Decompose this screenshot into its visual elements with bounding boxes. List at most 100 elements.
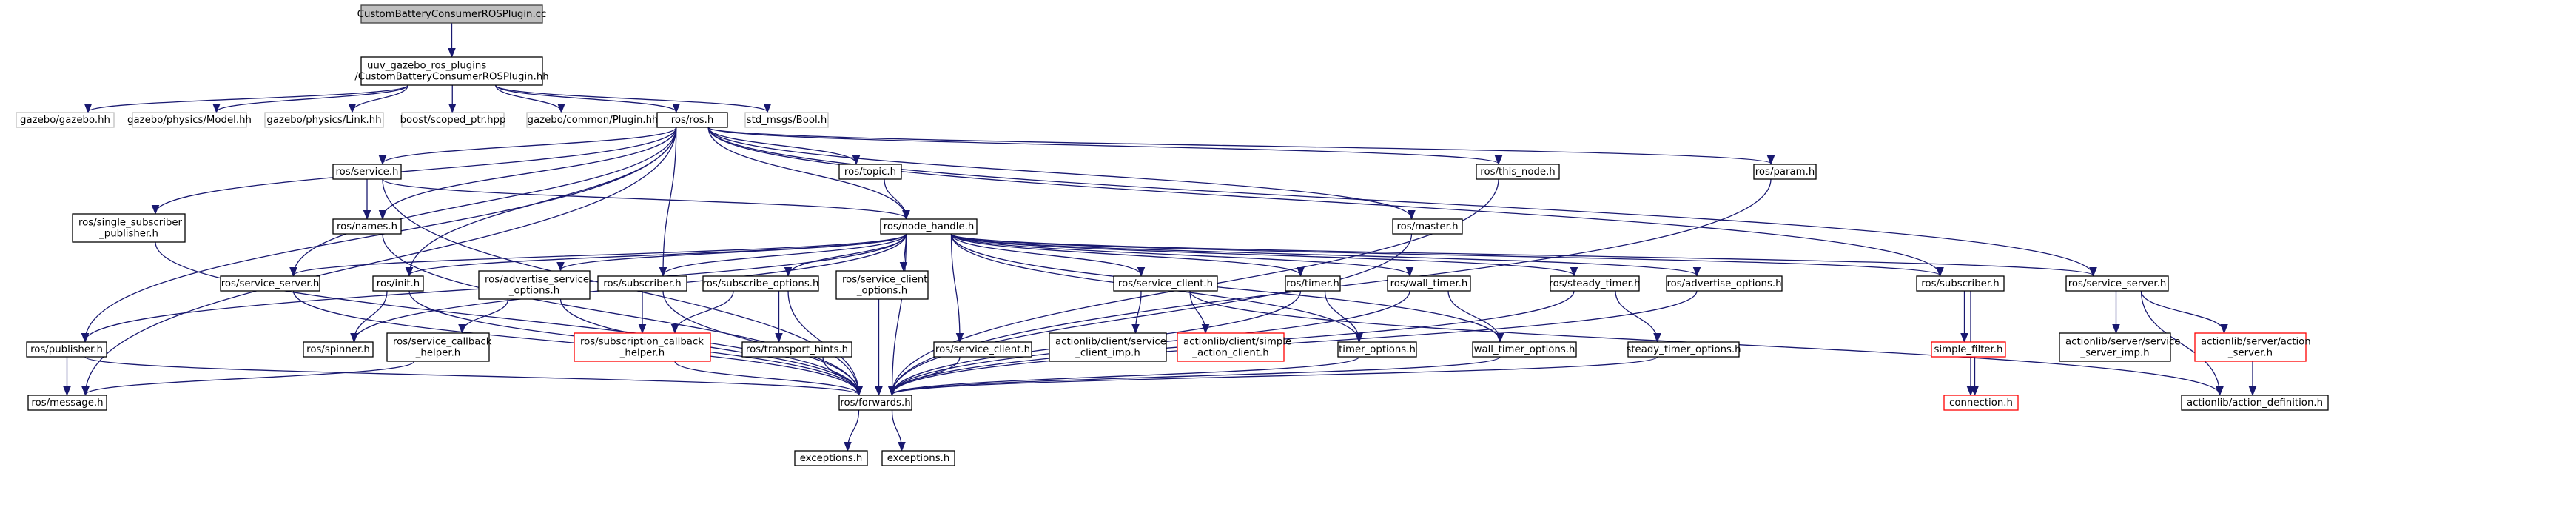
node-n19[interactable]: ros/advertise_service_options.h bbox=[478, 270, 591, 300]
node-box bbox=[1285, 275, 1341, 292]
node-n16[interactable]: ros/master.h bbox=[1392, 218, 1463, 235]
node-n7[interactable]: ros/ros.h bbox=[656, 112, 728, 128]
edge-n13-n45 bbox=[155, 241, 859, 395]
node-n5[interactable]: boost/scoped_ptr.hpp bbox=[400, 112, 506, 128]
node-n18[interactable]: ros/init.h bbox=[372, 275, 424, 292]
node-n24[interactable]: ros/timer.h bbox=[1285, 275, 1341, 292]
edge-n7-n17 bbox=[294, 127, 677, 275]
node-n26[interactable]: ros/steady_timer.h bbox=[1549, 275, 1641, 292]
edge-n7-n20 bbox=[663, 127, 677, 275]
node-n12[interactable]: ros/param.h bbox=[1753, 164, 1817, 180]
edge-n15-n39 bbox=[950, 233, 1501, 341]
node-n31[interactable]: ros/spinner.h bbox=[303, 341, 374, 358]
node-n43[interactable]: actionlib/server/action_server.h bbox=[2194, 332, 2311, 362]
node-label: ros/steady_timer.h bbox=[1549, 278, 1640, 289]
node-n35[interactable]: ros/service_client.h bbox=[933, 341, 1032, 358]
node-n41[interactable]: simple_filter.h bbox=[1931, 341, 2006, 358]
edge-n16-n45 bbox=[892, 233, 1413, 395]
node-label: _options.h bbox=[508, 286, 559, 297]
edge-n7-n9 bbox=[383, 127, 677, 164]
node-n1[interactable]: uuv_gazebo_ros_plugins/CustomBatteryCons… bbox=[354, 56, 549, 86]
node-n33[interactable]: ros/subscription_callback_helper.h bbox=[574, 332, 711, 362]
node-n42[interactable]: actionlib/server/service_server_imp.h bbox=[2059, 332, 2180, 362]
node-n11[interactable]: ros/this_node.h bbox=[1476, 164, 1560, 180]
node-n4[interactable]: gazebo/physics/Link.hh bbox=[264, 112, 384, 128]
edge-n7-n15 bbox=[707, 127, 906, 218]
node-n47[interactable]: actionlib/action_definition.h bbox=[2181, 395, 2329, 411]
node-label: _action_client.h bbox=[1191, 348, 1268, 359]
edge-n15-n25 bbox=[950, 233, 1410, 275]
node-n46[interactable]: connection.h bbox=[1943, 395, 2019, 411]
edge-n1-n2 bbox=[88, 84, 408, 112]
node-box bbox=[478, 270, 591, 300]
node-n36[interactable]: actionlib/client/service_client_imp.h bbox=[1049, 332, 1167, 362]
node-n14[interactable]: ros/names.h bbox=[332, 218, 402, 235]
node-box bbox=[1931, 341, 2006, 358]
edge-n19-n32 bbox=[463, 298, 509, 332]
node-n20[interactable]: ros/subscriber.h bbox=[597, 275, 687, 292]
node-label: exceptions.h bbox=[800, 453, 863, 464]
node-n9[interactable]: ros/service.h bbox=[332, 164, 402, 180]
node-label: wall_timer_options.h bbox=[1474, 344, 1575, 355]
node-box bbox=[386, 332, 490, 362]
node-n39[interactable]: wall_timer_options.h bbox=[1472, 341, 1577, 358]
edge-n15-n23 bbox=[950, 233, 1142, 275]
edge-n1-n8 bbox=[495, 84, 767, 112]
node-label: ros/topic.h bbox=[844, 167, 896, 178]
node-box bbox=[1392, 218, 1463, 235]
node-box bbox=[880, 218, 978, 235]
node-n21[interactable]: ros/subscribe_options.h bbox=[702, 275, 819, 292]
nodes-layer: CustomBatteryConsumerROSPlugin.cc uuv_gaz… bbox=[16, 4, 2329, 466]
node-n22[interactable]: ros/service_client_options.h bbox=[835, 270, 929, 300]
node-n10[interactable]: ros/topic.h bbox=[838, 164, 902, 180]
edge-n34-n45 bbox=[822, 356, 859, 395]
node-n40[interactable]: steady_timer_options.h bbox=[1626, 341, 1741, 358]
edge-n7-n18 bbox=[409, 127, 677, 275]
node-label: ros/master.h bbox=[1396, 221, 1458, 232]
node-n28[interactable]: ros/subscriber.h bbox=[1916, 275, 2005, 292]
node-label: gazebo/physics/Link.hh bbox=[266, 115, 381, 126]
node-n13[interactable]: ros/single_subscriber_publisher.h bbox=[72, 213, 186, 243]
edge-n15-n18 bbox=[409, 233, 907, 275]
node-box bbox=[332, 218, 402, 235]
node-box bbox=[1472, 341, 1577, 358]
node-n38[interactable]: timer_options.h bbox=[1337, 341, 1417, 358]
edge-n15-n26 bbox=[950, 233, 1575, 275]
node-n3[interactable]: gazebo/physics/Model.hh bbox=[127, 112, 252, 128]
node-label: gazebo/common/Plugin.hh bbox=[528, 115, 659, 126]
edge-n1-n4 bbox=[352, 84, 408, 112]
node-n48[interactable]: exceptions.h bbox=[794, 450, 868, 466]
node-n34[interactable]: ros/transport_hints.h bbox=[741, 341, 852, 358]
node-label: ros/service_client.h bbox=[1118, 278, 1213, 289]
node-n45[interactable]: ros/forwards.h bbox=[838, 395, 912, 411]
node-n2[interactable]: gazebo/gazebo.hh bbox=[16, 112, 115, 128]
edge-n1-n6 bbox=[495, 84, 562, 112]
node-box bbox=[2194, 332, 2307, 362]
node-n29[interactable]: ros/service_server.h bbox=[2065, 275, 2169, 292]
node-n37[interactable]: actionlib/client/simple_action_client.h bbox=[1177, 332, 1291, 362]
node-box bbox=[372, 275, 424, 292]
node-n17[interactable]: ros/service_server.h bbox=[220, 275, 320, 292]
node-n8[interactable]: std_msgs/Bool.h bbox=[744, 112, 829, 128]
node-n32[interactable]: ros/service_callback_helper.h bbox=[386, 332, 492, 362]
node-label: ros/spinner.h bbox=[306, 344, 370, 355]
node-n15[interactable]: ros/node_handle.h bbox=[880, 218, 978, 235]
node-box bbox=[1916, 275, 2005, 292]
node-n6[interactable]: gazebo/common/Plugin.hh bbox=[526, 112, 659, 128]
node-n25[interactable]: ros/wall_timer.h bbox=[1387, 275, 1471, 292]
node-n30[interactable]: ros/publisher.h bbox=[26, 341, 107, 358]
edge-n40-n45 bbox=[892, 356, 1658, 395]
edge-n25-n39 bbox=[1447, 290, 1500, 341]
node-box bbox=[835, 270, 929, 300]
node-label: ros/single_subscriber bbox=[78, 218, 183, 229]
node-n44[interactable]: ros/message.h bbox=[27, 395, 107, 411]
node-box bbox=[1753, 164, 1817, 180]
node-n27[interactable]: ros/advertise_options.h bbox=[1666, 275, 1783, 292]
node-n49[interactable]: exceptions.h bbox=[881, 450, 955, 466]
node-label: ros/wall_timer.h bbox=[1390, 278, 1468, 289]
node-n0[interactable]: CustomBatteryConsumerROSPlugin.cc bbox=[357, 4, 547, 24]
node-n23[interactable]: ros/service_client.h bbox=[1113, 275, 1218, 292]
node-box bbox=[26, 341, 107, 358]
